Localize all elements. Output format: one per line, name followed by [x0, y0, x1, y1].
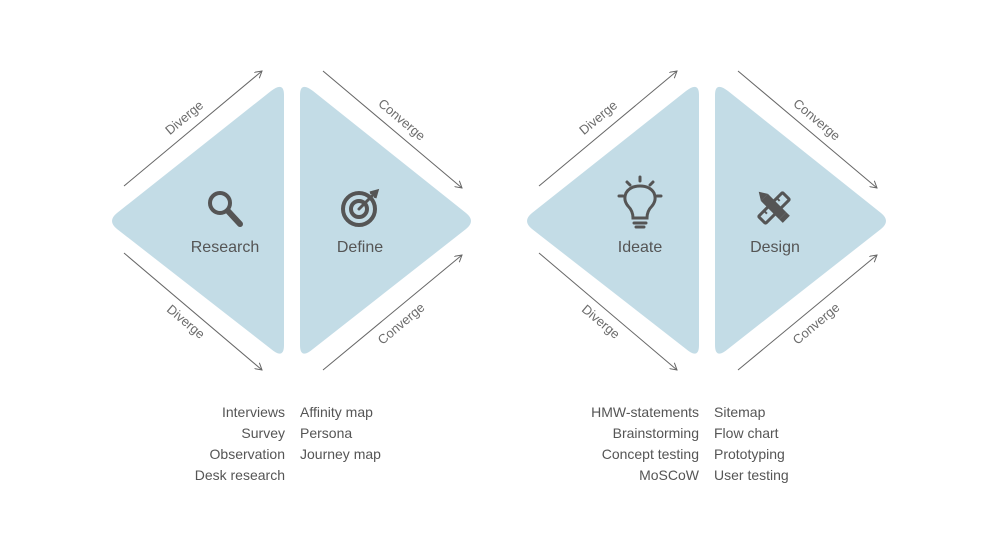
- define-methods: Affinity map Persona Journey map: [300, 402, 381, 465]
- method-item: User testing: [714, 467, 789, 483]
- phase-label-design: Design: [750, 239, 800, 256]
- ideate-triangle: [527, 86, 699, 354]
- diverge-label-top: Diverge: [162, 97, 206, 137]
- lightbulb-icon: [617, 175, 663, 229]
- converge-arrow-bottom: [737, 255, 877, 371]
- pencil-ruler-icon: [757, 191, 791, 225]
- method-item: MoSCoW: [639, 467, 699, 483]
- converge-label-top: Converge: [375, 96, 428, 144]
- phase-label-define: Define: [337, 239, 383, 256]
- diverge-arrow-bottom: [538, 252, 677, 370]
- design-triangle: [715, 86, 886, 354]
- magnifier-icon: [208, 191, 243, 227]
- method-item: Survey: [241, 425, 285, 441]
- method-item: Desk research: [194, 467, 285, 483]
- diamond-2: Diverge Diverge Converge Converge: [527, 71, 886, 370]
- converge-arrow-bottom: [322, 255, 462, 371]
- diverge-arrow-top: [123, 71, 262, 187]
- method-item: Observation: [209, 446, 285, 462]
- method-item: Sitemap: [714, 404, 766, 420]
- converge-label-bottom: Converge: [790, 300, 843, 348]
- phase-label-ideate: Ideate: [618, 239, 663, 256]
- target-icon: [341, 188, 380, 227]
- method-item: HMW-statements: [591, 404, 699, 420]
- diverge-label-top: Diverge: [576, 97, 620, 137]
- define-triangle: [300, 86, 471, 354]
- ideate-methods: HMW-statements Brainstorming Concept tes…: [591, 402, 699, 486]
- converge-label-top: Converge: [790, 96, 843, 144]
- research-methods: Interviews Survey Observation Desk resea…: [195, 402, 285, 486]
- diverge-label-bottom: Diverge: [579, 301, 623, 341]
- method-item: Flow chart: [714, 425, 779, 441]
- research-triangle: [112, 86, 284, 354]
- diamond-1: Diverge Diverge Converge Converge Resear…: [112, 71, 471, 370]
- method-item: Persona: [300, 425, 353, 441]
- method-item: Affinity map: [300, 404, 373, 420]
- diverge-arrow-top: [538, 71, 677, 187]
- converge-label-bottom: Converge: [375, 300, 428, 348]
- phase-label-research: Research: [191, 239, 259, 256]
- converge-arrow-top: [322, 70, 462, 188]
- diverge-label-bottom: Diverge: [164, 301, 208, 341]
- method-item: Interviews: [221, 404, 285, 420]
- converge-arrow-top: [737, 70, 877, 188]
- method-item: Brainstorming: [612, 425, 699, 441]
- diverge-arrow-bottom: [123, 252, 262, 370]
- design-methods: Sitemap Flow chart Prototyping User test…: [714, 402, 789, 486]
- method-item: Prototyping: [714, 446, 785, 462]
- method-item: Concept testing: [601, 446, 699, 462]
- method-item: Journey map: [300, 446, 381, 462]
